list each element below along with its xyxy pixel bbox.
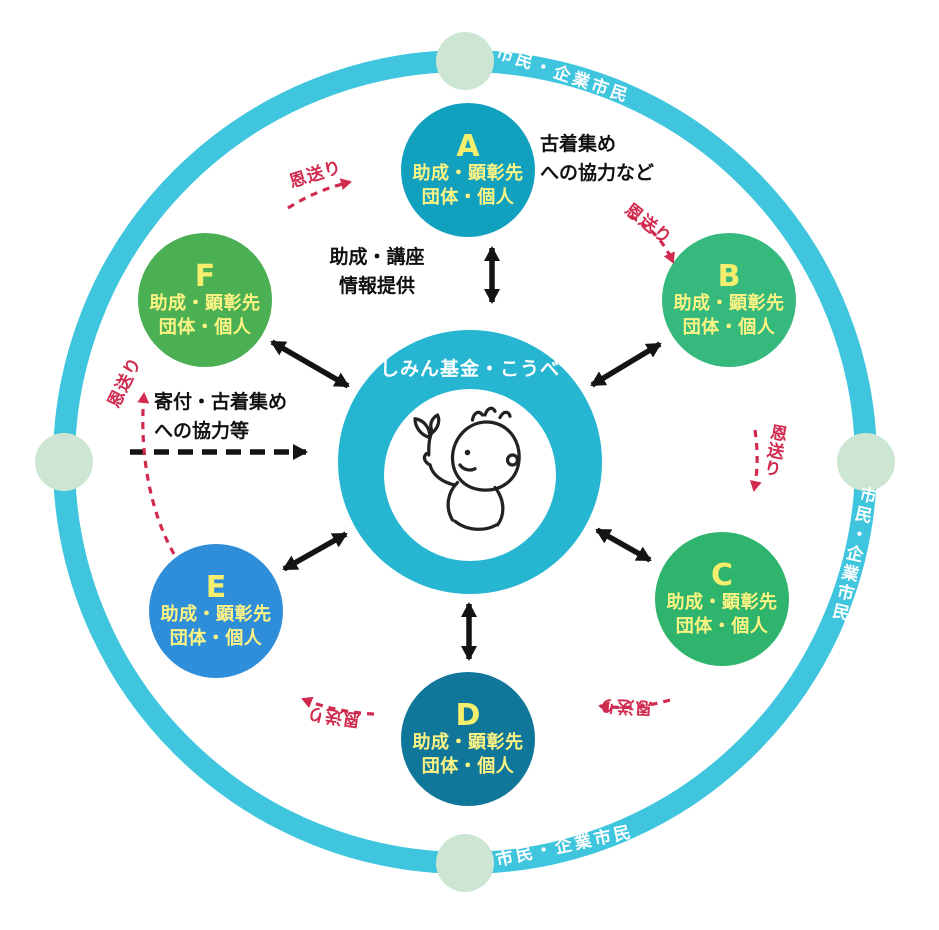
annotation-line: への協力など [540,161,655,184]
annotation-donation: 寄付・古着集め への協力等 [154,388,287,445]
annotation-line: 寄付・古着集め [154,391,288,413]
satellite-a-line1: 助成・顕彰先 [412,163,524,184]
annotation-line: 助成・講座 [329,246,425,268]
satellite-c-line2: 団体・個人 [675,615,769,637]
satellite-b-line1: 助成・顕彰先 [673,293,785,314]
ring-node-top [436,32,494,90]
onokuri-label-c-d: 恩送り [597,694,653,718]
center-fund-circle: しみん基金・こうべ [338,330,602,594]
satellite-f-line1: 助成・顕彰先 [149,293,261,314]
satellite-d-letter: D [455,697,481,733]
satellite-a-letter: A [456,128,480,164]
satellite-f: F 助成・顕彰先 団体・個人 [138,233,272,367]
center-fund-label: しみん基金・こうべ [379,358,560,380]
annotation-grant-info: 助成・講座 情報提供 [318,243,436,300]
annotation-line: 古着集め [540,133,617,155]
satellite-f-line2: 団体・個人 [158,316,252,338]
satellite-b: B 助成・顕彰先 団体・個人 [662,233,796,367]
annotation-line: への協力等 [154,419,250,442]
ring-node-right [837,433,895,491]
satellite-a-line2: 団体・個人 [421,186,515,208]
annotation-line: 情報提供 [338,274,415,297]
baby-sprout-illustration [413,406,521,531]
satellite-b-line2: 団体・個人 [682,316,776,338]
satellite-c: C 助成・顕彰先 団体・個人 [655,532,789,666]
ring-node-left [35,433,93,491]
satellite-f-letter: F [194,258,216,294]
satellite-c-line1: 助成・顕彰先 [666,592,778,613]
center-illustration-wrap [384,389,556,561]
annotation-clothes-cooperation: 古着集め への協力など [540,130,654,187]
satellite-e-letter: E [205,569,227,605]
satellite-e-line1: 助成・顕彰先 [160,604,272,625]
ring-node-bottom [436,834,494,892]
satellite-b-letter: B [717,258,741,294]
satellite-c-letter: C [710,557,734,593]
satellite-e: E 助成・顕彰先 団体・個人 [149,544,283,678]
satellite-d-line2: 団体・個人 [421,755,515,777]
satellite-e-line2: 団体・個人 [169,627,263,649]
satellite-a: A 助成・顕彰先 団体・個人 [401,103,535,237]
satellite-d-line1: 助成・顕彰先 [412,732,524,753]
satellite-d: D 助成・顕彰先 団体・個人 [401,672,535,806]
